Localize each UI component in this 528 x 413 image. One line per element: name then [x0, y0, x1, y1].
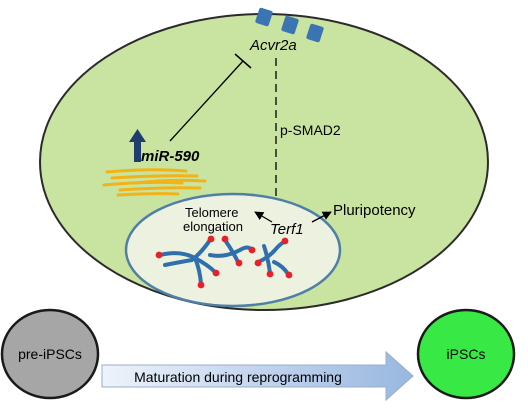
maturation-label: Maturation during reprogramming [134, 369, 342, 385]
pluripotency-label: Pluripotency [333, 202, 416, 219]
acvr2a-label: Acvr2a [249, 37, 297, 54]
telomere-label-line2: elongation [183, 219, 243, 234]
maturation-arrow [101, 350, 414, 402]
receptor-group [255, 7, 324, 43]
inhibition-connector [169, 53, 252, 142]
mirna-strands-icon [102, 168, 207, 197]
pre-ipsc-label: pre-iPSCs [18, 346, 82, 362]
telomere-label-line1: Telomere [185, 205, 238, 220]
chromosome-cluster [158, 238, 290, 286]
telomere-dots [155, 235, 293, 289]
terf1-to-telomere-arrow [254, 211, 273, 223]
upregulation-arrow-icon [129, 129, 146, 162]
receptor-icon [281, 15, 299, 35]
terf1-label: Terf1 [270, 221, 304, 238]
ipsc-cell [416, 308, 516, 400]
terf1-to-pluripotency-arrow [311, 211, 332, 223]
mir590-label: miR-590 [141, 148, 200, 165]
p-smad2-label: p-SMAD2 [280, 122, 341, 138]
pre-ipsc-cell [0, 308, 100, 400]
ipsc-label: iPSCs [447, 346, 486, 362]
receptor-icon [255, 7, 273, 27]
receptor-icon [306, 23, 324, 43]
